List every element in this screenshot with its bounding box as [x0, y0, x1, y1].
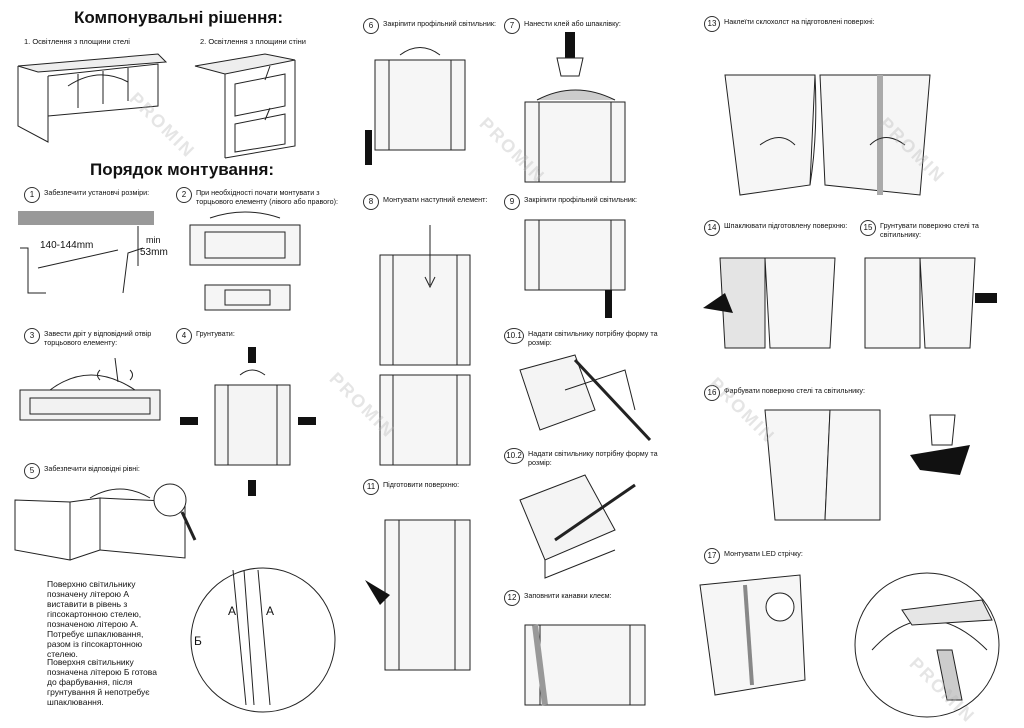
step-4: 4 Грунтувати: [176, 328, 296, 344]
step-number: 4 [176, 328, 192, 344]
led-detail-illustration [842, 570, 1012, 720]
step-text: Фарбувати поверхню стелі та світильнику: [724, 386, 865, 395]
next-element-illustration [355, 215, 505, 475]
prepare-surface-illustration [365, 505, 495, 680]
step-text: Заповнити канавки клеєм: [524, 591, 612, 600]
wire-illustration [20, 350, 165, 430]
solution-2-label: 2. Освітлення з площини стіни [200, 37, 306, 46]
dim-height: 53mm [140, 247, 168, 258]
fix-fixture-illustration [365, 40, 490, 165]
step-13: 13 Наклеїти склохолст на підготовлені по… [704, 16, 924, 32]
step-text: Наклеїти склохолст на підготовлені повер… [724, 17, 875, 26]
primer-illustration [180, 347, 316, 496]
step-8: 8 Монтувати наступний елемент: [363, 194, 513, 210]
label-a-1: А [228, 604, 237, 618]
step-number: 11 [363, 479, 379, 495]
step-number: 5 [24, 463, 40, 479]
step-17: 17 Монтувати LED стрічку: [704, 548, 874, 564]
step-text: Надати світильнику потрібну форму та роз… [528, 449, 658, 467]
dim-width: 140-144mm [40, 240, 94, 251]
step-text: Забезпечити установчі розміри: [44, 188, 150, 197]
end-element-illustration [190, 210, 310, 320]
step-5: 5 Забезпечити відповідні рівні: [24, 463, 184, 479]
step-number: 2 [176, 187, 192, 203]
wall-solution-illustration [195, 46, 315, 166]
step-10-2: 10.2 Надати світильнику потрібну форму т… [504, 448, 658, 467]
step-3: 3 Завести дріт у відповідний отвір торць… [24, 328, 184, 347]
step-text: Підготовити поверхню: [383, 480, 460, 489]
step-number: 16 [704, 385, 720, 401]
step-9: 9 Закріпити профільний світильник: [504, 194, 654, 210]
primer-2-illustration [860, 238, 997, 363]
label-b: Б [194, 634, 202, 648]
step-number: 17 [704, 548, 720, 564]
step-number: 12 [504, 590, 520, 606]
step-number: 9 [504, 194, 520, 210]
fill-grooves-illustration [500, 605, 650, 715]
step-number: 10.1 [504, 328, 524, 344]
label-a-2: А [266, 604, 275, 618]
step-2: 2 При необхідності почати монтувати з то… [176, 187, 346, 206]
step-number: 13 [704, 16, 720, 32]
step-text: Закріпити профільний світильник: [383, 19, 496, 28]
fix-fixture-2-illustration [515, 210, 640, 318]
glass-fabric-illustration [720, 45, 940, 205]
step-text: Закріпити профільний світильник: [524, 195, 637, 204]
step-number: 6 [363, 18, 379, 34]
note-b: Поверхня світильнику позначена літерою Б… [47, 657, 157, 707]
step-15: 15 Грунтувати поверхню стелі та світильн… [860, 220, 1020, 239]
step-number: 7 [504, 18, 520, 34]
step-number: 14 [704, 220, 720, 236]
dim-min: min [146, 235, 161, 245]
step-11: 11 Підготовити поверхню: [363, 479, 513, 495]
solutions-title: Компонувальні рішення: [74, 8, 283, 27]
levels-illustration [10, 480, 200, 580]
step-16: 16 Фарбувати поверхню стелі та світильни… [704, 385, 924, 401]
step-text: При необхідності почати монтувати з торц… [196, 188, 339, 206]
step-text: Монтувати наступний елемент: [383, 195, 488, 204]
step-text: Шпаклювати підготовлену поверхню: [724, 221, 848, 230]
step-14: 14 Шпаклювати підготовлену поверхню: [704, 220, 864, 236]
step-text: Завести дріт у відповідний отвір торцьов… [44, 329, 152, 347]
step-number: 1 [24, 187, 40, 203]
step-6: 6 Закріпити профільний світильник: [363, 18, 513, 34]
glue-illustration [515, 32, 640, 192]
step-number: 8 [363, 194, 379, 210]
saw-cut-1-illustration [515, 350, 660, 450]
step-number: 15 [860, 220, 876, 236]
step-1: 1 Забезпечити установчі розміри: [24, 187, 184, 203]
step-number: 3 [24, 328, 40, 344]
saw-cut-2-illustration [515, 470, 660, 580]
dimensions-illustration [18, 211, 154, 298]
solution-1-label: 1. Освітлення з площини стелі [24, 37, 130, 46]
step-text: Забезпечити відповідні рівні: [44, 464, 140, 473]
step-text: Грунтувати поверхню стелі та світильнику… [880, 221, 979, 239]
step-number: 10.2 [504, 448, 524, 464]
step-7: 7 Нанести клей або шпаклівку: [504, 18, 654, 34]
step-12: 12 Заповнити канавки клеєм: [504, 590, 654, 606]
putty-illustration [703, 238, 845, 363]
ceiling-solution-illustration [8, 46, 168, 146]
paint-illustration [760, 400, 970, 530]
step-text: Нанести клей або шпаклівку: [524, 19, 621, 28]
step-text: Надати світильнику потрібну форму та роз… [528, 329, 658, 347]
level-detail-illustration [178, 565, 348, 715]
step-text: Грунтувати: [196, 329, 235, 338]
mounting-title: Порядок монтування: [90, 160, 275, 179]
step-10-1: 10.1 Надати світильнику потрібну форму т… [504, 328, 658, 347]
led-strip-illustration [690, 565, 820, 705]
step-text: Монтувати LED стрічку: [724, 549, 803, 558]
note-a: Поверхню світильнику позначену літерою А… [47, 579, 144, 659]
